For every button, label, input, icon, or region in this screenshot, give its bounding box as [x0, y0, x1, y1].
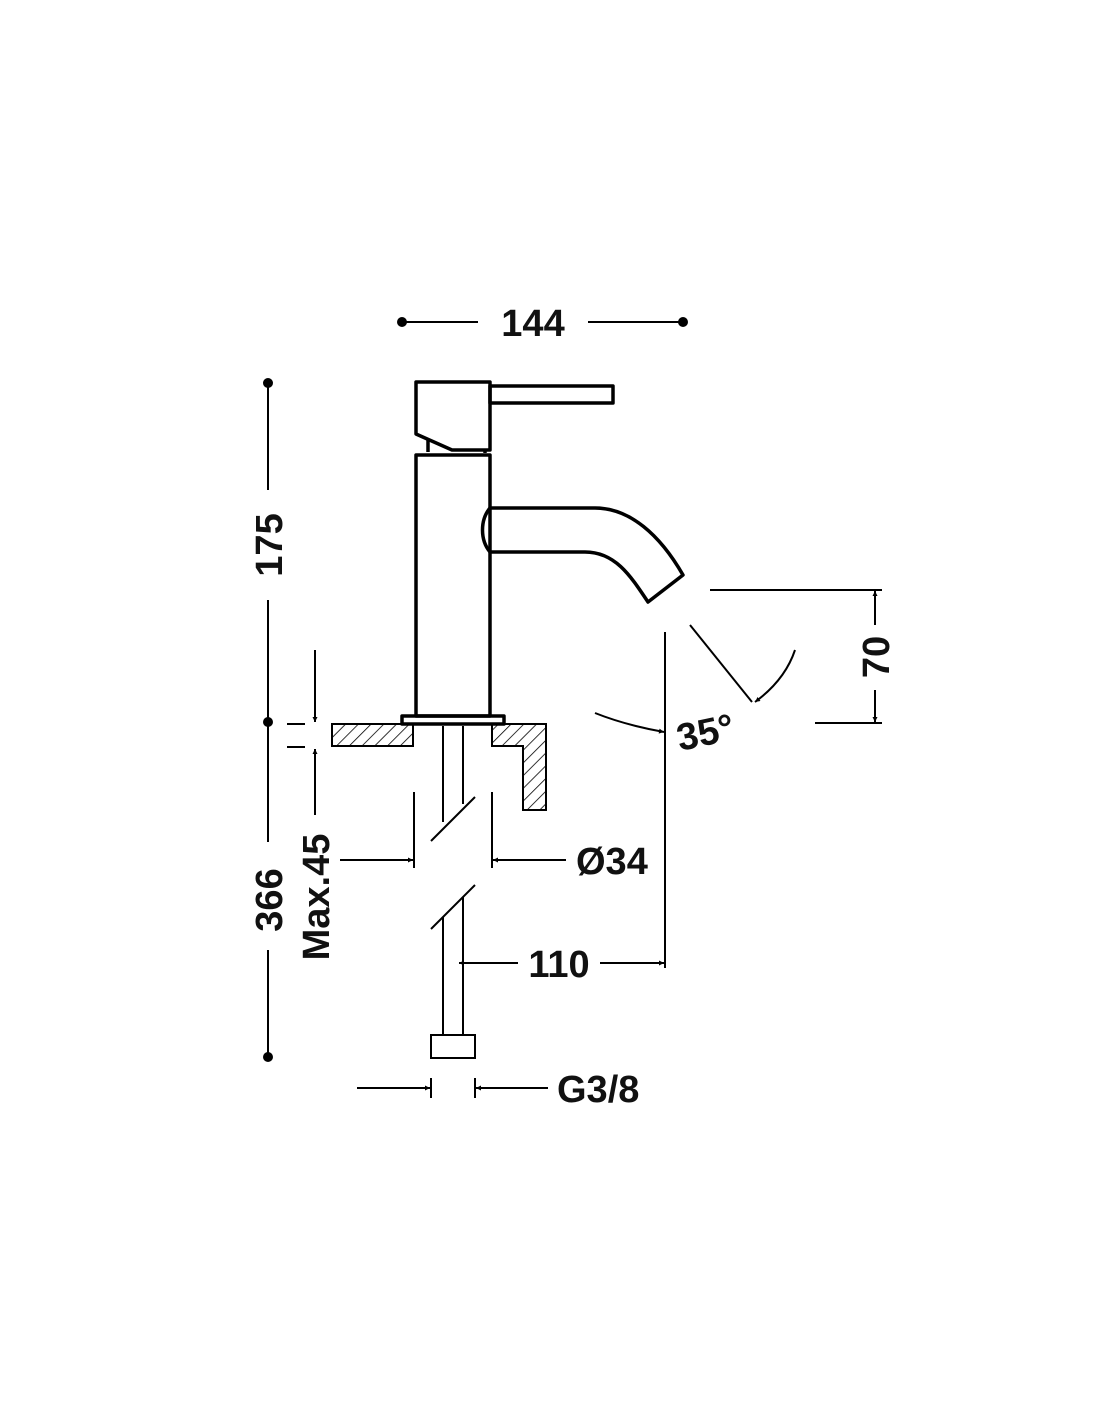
- dimension-spout-height: 70: [710, 589, 898, 724]
- connection-label: G3/8: [557, 1069, 639, 1111]
- dimension-reach: 110: [459, 632, 666, 986]
- spout: [480, 506, 685, 604]
- countertop-section: [331, 723, 547, 811]
- handle-body: [414, 380, 492, 452]
- height-total-label: 366: [249, 868, 291, 931]
- faucet-outline: [400, 380, 685, 726]
- base-ring: [400, 714, 506, 726]
- dimension-connection: G3/8: [357, 1069, 639, 1111]
- dimension-angle: 35°: [594, 624, 796, 760]
- supply-pipe: [430, 726, 476, 1059]
- reach-label: 110: [528, 944, 589, 986]
- dimension-max-thickness: Max.45: [287, 650, 338, 960]
- height-above-label: 175: [249, 513, 291, 576]
- spout-height-label: 70: [856, 636, 898, 678]
- diameter-label: Ø34: [576, 841, 648, 883]
- handle-neck: [426, 440, 487, 453]
- dimension-width: 144: [397, 303, 688, 345]
- angle-label: 35°: [673, 707, 738, 760]
- lever: [488, 384, 615, 405]
- faucet-body: [414, 453, 492, 718]
- width-label: 144: [501, 303, 564, 345]
- dimension-diameter: Ø34: [340, 792, 648, 883]
- max-thickness-label: Max.45: [296, 834, 338, 961]
- dimension-height: 175 366: [249, 378, 291, 1062]
